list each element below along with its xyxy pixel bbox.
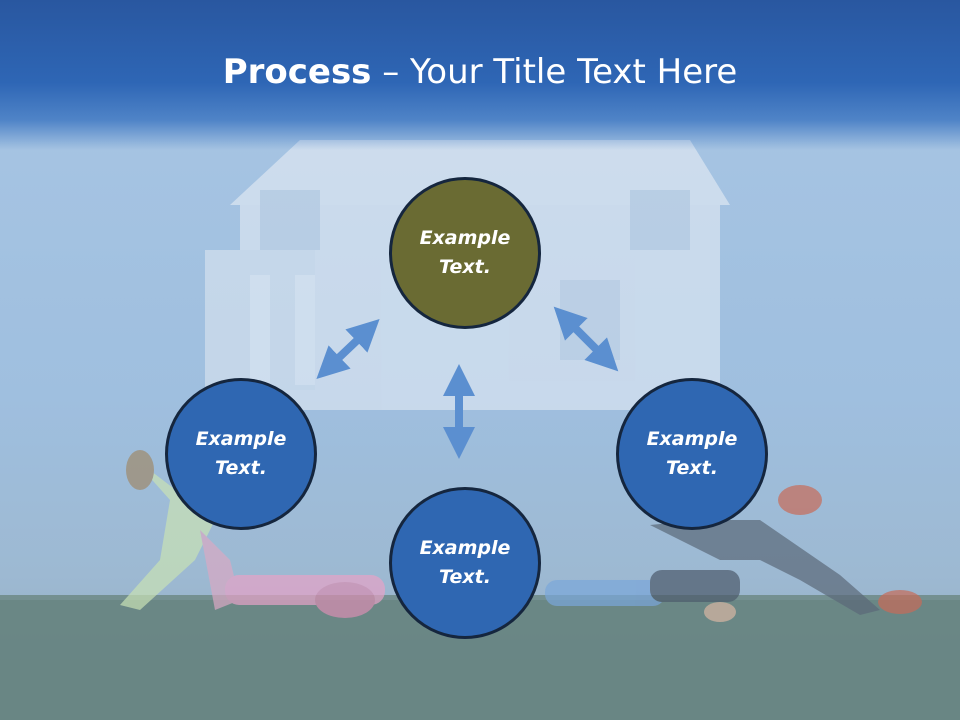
girl-image xyxy=(120,450,385,618)
title-bold: Process xyxy=(222,52,372,92)
node-right: Example Text. xyxy=(616,378,768,530)
node-right-label: Example Text. xyxy=(646,428,738,479)
node-top-label: Example Text. xyxy=(419,227,511,278)
node-top: Example Text. xyxy=(389,177,541,329)
arrow-top-right xyxy=(553,306,619,372)
title-bar xyxy=(0,0,960,150)
arrow-top-left xyxy=(316,318,380,380)
node-left-label: Example Text. xyxy=(195,428,287,479)
title-rest: – Your Title Text Here xyxy=(371,52,738,92)
node-bottom-label: Example Text. xyxy=(419,537,511,588)
node-bottom: Example Text. xyxy=(389,487,541,639)
node-left: Example Text. xyxy=(165,378,317,530)
boy-image xyxy=(545,485,922,622)
slide-title: Process – Your Title Text Here xyxy=(0,52,960,92)
